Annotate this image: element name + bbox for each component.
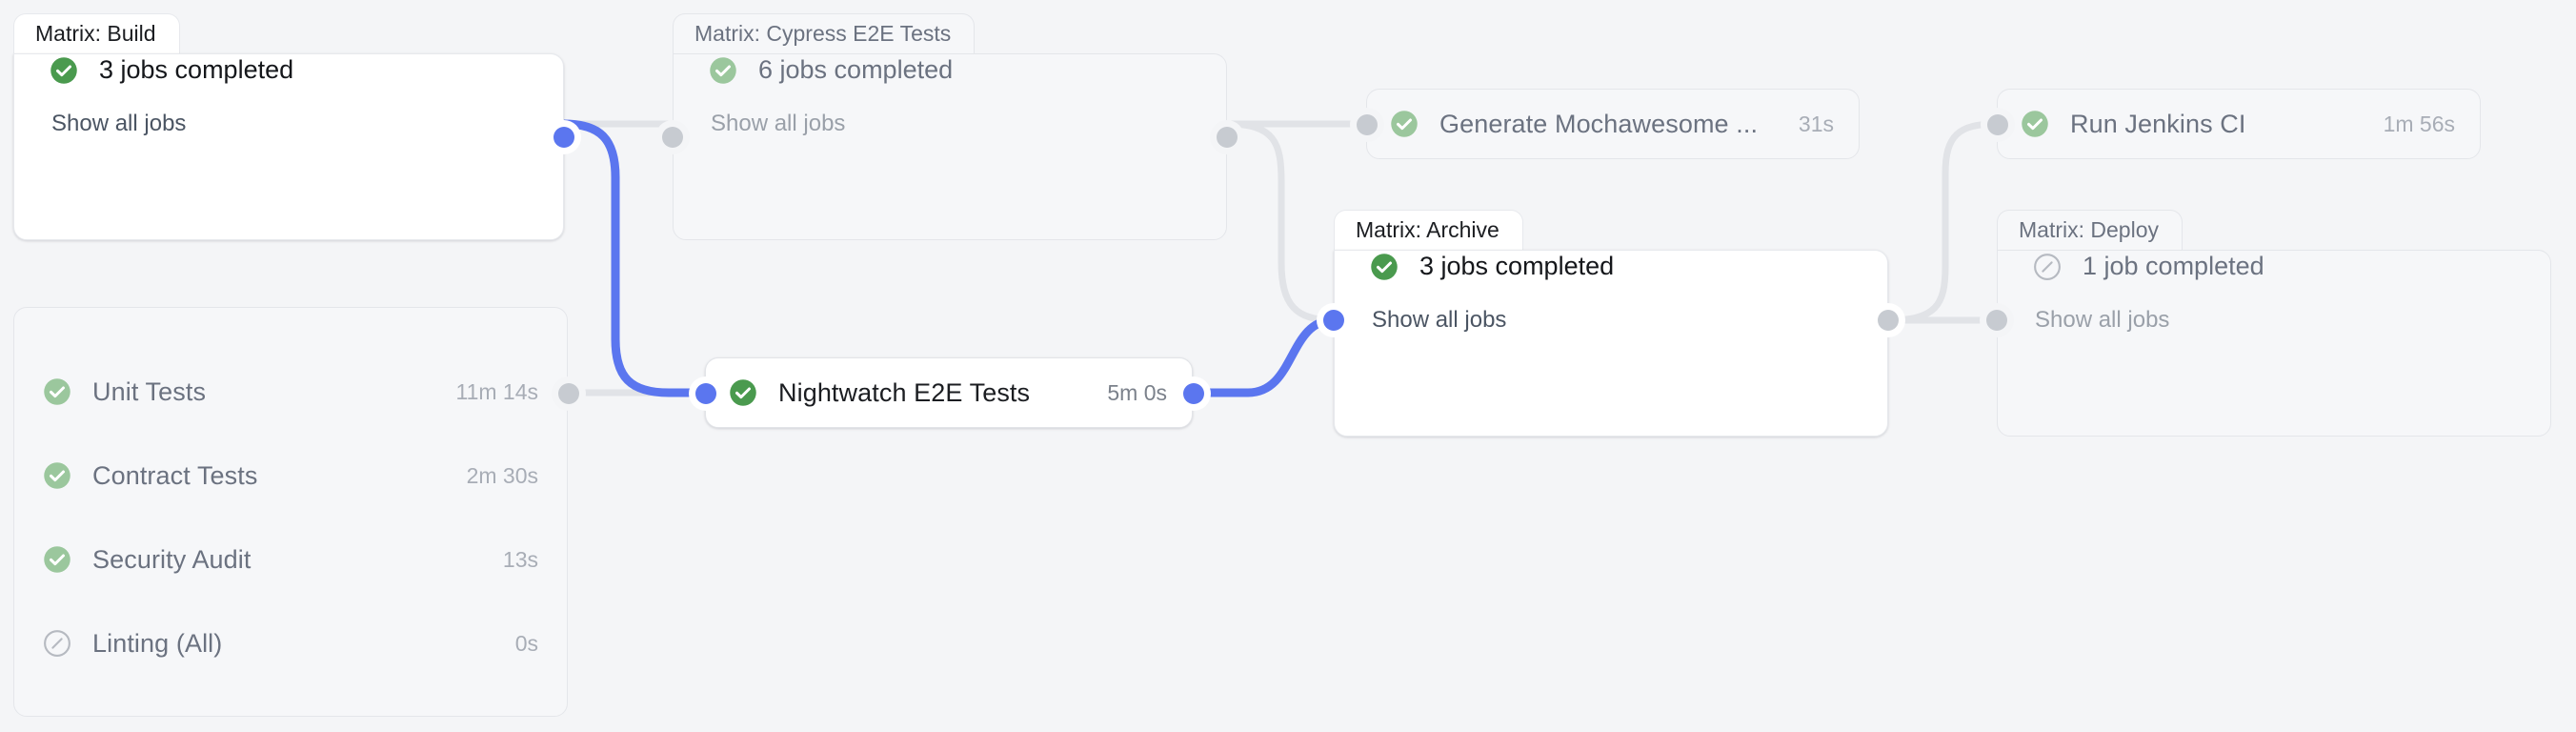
job-duration: 5m 0s <box>1107 379 1167 405</box>
input-handle-matrix-cypress[interactable] <box>662 127 683 148</box>
show-all-jobs-link-build[interactable]: Show all jobs <box>51 111 187 136</box>
job-label: Contract Tests <box>92 460 258 490</box>
show-all-jobs-link-deploy[interactable]: Show all jobs <box>2035 307 2170 333</box>
success-check-icon <box>729 378 757 407</box>
success-check-icon <box>43 461 71 490</box>
group-summary-label: 6 jobs completed <box>758 55 954 84</box>
job-duration: 11m 14s <box>455 378 538 404</box>
job-label: Security Audit <box>92 544 252 574</box>
group-summary-matrix-deploy[interactable]: 1 job completed <box>2033 252 2264 281</box>
show-all-jobs-link-cypress[interactable]: Show all jobs <box>711 111 846 136</box>
job-label: Generate Mochawesome ... <box>1439 109 1759 138</box>
group-tab-matrix-build[interactable]: Matrix: Build <box>13 13 180 53</box>
show-all-jobs-link-archive[interactable]: Show all jobs <box>1372 307 1507 333</box>
list-item[interactable]: Contract Tests 2m 30s <box>14 451 567 500</box>
success-check-icon <box>50 56 78 85</box>
success-check-icon <box>2021 110 2049 138</box>
group-body-matrix-archive <box>1334 250 1888 437</box>
group-body-matrix-build <box>13 53 564 240</box>
node-generate-mochawesome[interactable]: Generate Mochawesome ... 31s <box>1357 89 1860 159</box>
output-handle-build-children[interactable] <box>558 383 579 404</box>
edge-archive-to-jenkins <box>1884 120 2001 324</box>
job-duration: 2m 30s <box>466 462 538 488</box>
output-handle-nightwatch[interactable] <box>1183 383 1204 404</box>
group-tab-label: Matrix: Build <box>35 21 156 46</box>
input-handle-jenkins[interactable] <box>1987 114 2008 135</box>
group-summary-label: 3 jobs completed <box>99 55 294 84</box>
output-handle-matrix-build[interactable] <box>553 127 574 148</box>
node-matrix-build[interactable]: Matrix: Build 3 jobs completed Show all … <box>13 13 574 240</box>
input-handle-matrix-deploy[interactable] <box>1986 310 2007 331</box>
group-tab-label: Matrix: Cypress E2E Tests <box>694 21 952 46</box>
input-handle-matrix-archive[interactable] <box>1323 310 1344 331</box>
group-body-matrix-deploy <box>1997 250 2551 437</box>
edge-cypress-to-archive <box>1223 120 1338 324</box>
job-duration: 31s <box>1798 111 1834 136</box>
job-duration: 1m 56s <box>2383 111 2455 136</box>
job-label: Linting (All) <box>92 628 223 658</box>
group-tab-matrix-archive[interactable]: Matrix: Archive <box>1334 210 1523 250</box>
success-check-icon <box>1370 253 1399 281</box>
group-summary-matrix-build[interactable]: 3 jobs completed <box>50 55 293 85</box>
group-summary-matrix-archive[interactable]: 3 jobs completed <box>1370 252 1614 281</box>
group-tab-matrix-deploy[interactable]: Matrix: Deploy <box>1997 210 2183 250</box>
job-label: Nightwatch E2E Tests <box>778 377 1031 407</box>
success-check-icon <box>43 545 71 574</box>
group-summary-label: 3 jobs completed <box>1419 252 1615 280</box>
node-matrix-deploy[interactable]: Matrix: Deploy 1 job completed Show all … <box>1986 210 2551 437</box>
group-tab-label: Matrix: Deploy <box>2019 217 2159 242</box>
edge-nightwatch-to-archive-active <box>1188 315 1338 397</box>
group-body-matrix-cypress <box>673 53 1227 240</box>
job-duration: 13s <box>502 546 538 572</box>
list-item[interactable]: Unit Tests 11m 14s <box>14 367 567 417</box>
group-tab-label: Matrix: Archive <box>1356 217 1499 242</box>
success-check-icon <box>1390 110 1419 138</box>
node-run-jenkins-ci[interactable]: Run Jenkins CI 1m 56s <box>1987 89 2481 159</box>
success-check-icon <box>43 377 71 406</box>
node-build-children-stack[interactable]: Unit Tests 11m 14s Contract Tests 2m 30s… <box>13 307 579 717</box>
skipped-slash-icon <box>43 629 71 658</box>
success-check-icon <box>709 56 737 85</box>
job-label: Unit Tests <box>92 376 207 406</box>
output-handle-matrix-archive[interactable] <box>1878 310 1899 331</box>
group-summary-label: 1 job completed <box>2083 252 2264 280</box>
node-matrix-archive[interactable]: Matrix: Archive 3 jobs completed Show al… <box>1323 210 1899 437</box>
job-label: Run Jenkins CI <box>2070 109 2246 138</box>
group-tab-matrix-cypress[interactable]: Matrix: Cypress E2E Tests <box>673 13 976 53</box>
list-item[interactable]: Linting (All) 0s <box>14 619 567 668</box>
skipped-slash-icon <box>2033 253 2062 281</box>
node-nightwatch-e2e-tests[interactable]: Nightwatch E2E Tests 5m 0s <box>695 357 1204 428</box>
node-matrix-cypress[interactable]: Matrix: Cypress E2E Tests 6 jobs complet… <box>662 13 1238 240</box>
group-summary-matrix-cypress[interactable]: 6 jobs completed <box>709 55 953 85</box>
input-handle-nightwatch[interactable] <box>695 383 716 404</box>
list-item[interactable]: Security Audit 13s <box>14 535 567 584</box>
input-handle-mochawesome[interactable] <box>1357 114 1378 135</box>
output-handle-matrix-cypress[interactable] <box>1217 127 1238 148</box>
job-duration: 0s <box>514 630 538 656</box>
